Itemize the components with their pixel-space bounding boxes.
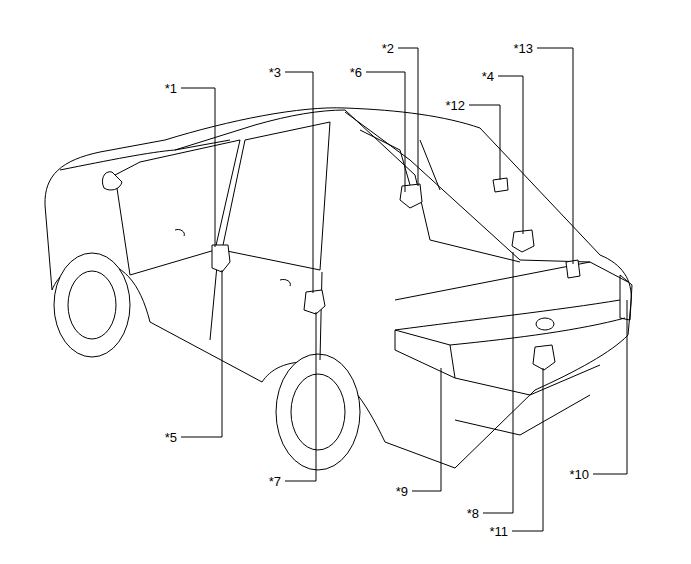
callout-number: *3: [269, 66, 281, 79]
callout-number: *13: [513, 42, 533, 55]
callout-number: *7: [269, 475, 281, 488]
callout-number: *9: [396, 485, 408, 498]
callout-number: *8: [467, 507, 479, 520]
callout-number: *4: [482, 70, 494, 83]
callout-number: *5: [165, 431, 177, 444]
callout-number: *11: [489, 525, 508, 538]
callout-number: *2: [382, 42, 394, 55]
callout-number: *12: [445, 99, 465, 112]
callout-number: *10: [569, 468, 589, 481]
callout-number: *1: [165, 82, 177, 95]
callout-number: *6: [350, 66, 362, 79]
